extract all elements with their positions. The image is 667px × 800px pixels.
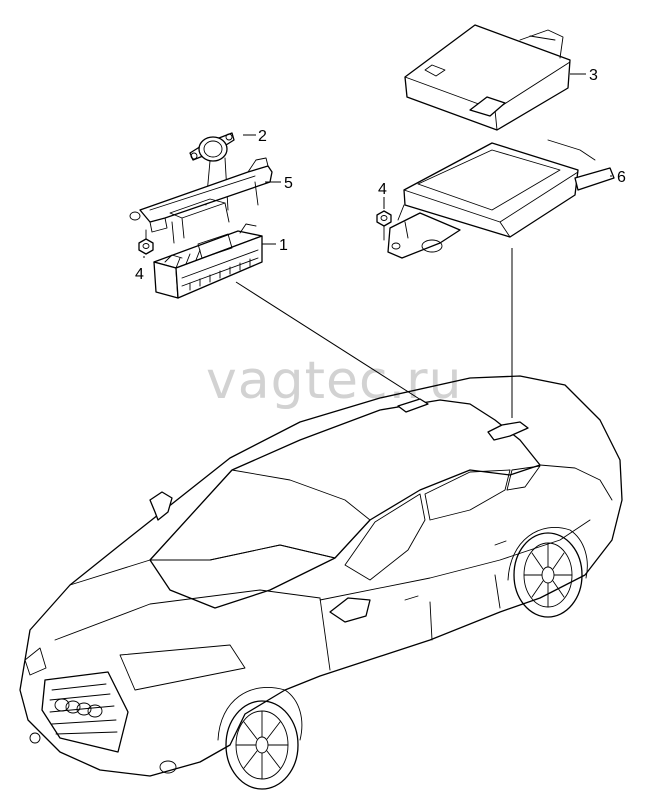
callout-5: 5 (284, 175, 293, 192)
bracket-icon (129, 157, 273, 244)
callout-4-right: 4 (378, 181, 387, 198)
leader-line-unit1 (235, 281, 422, 401)
control-unit-icon (153, 223, 263, 299)
callout-6: 6 (617, 169, 626, 186)
callout-2: 2 (258, 128, 267, 145)
nut-icon (138, 229, 154, 255)
callout-3: 3 (589, 67, 598, 84)
control-unit-icon (404, 24, 571, 131)
car-icon (19, 375, 623, 790)
callout-1: 1 (279, 237, 288, 254)
bracket-icon (387, 139, 615, 259)
nut-icon (376, 210, 392, 241)
callout-4-left: 4 (135, 266, 144, 283)
